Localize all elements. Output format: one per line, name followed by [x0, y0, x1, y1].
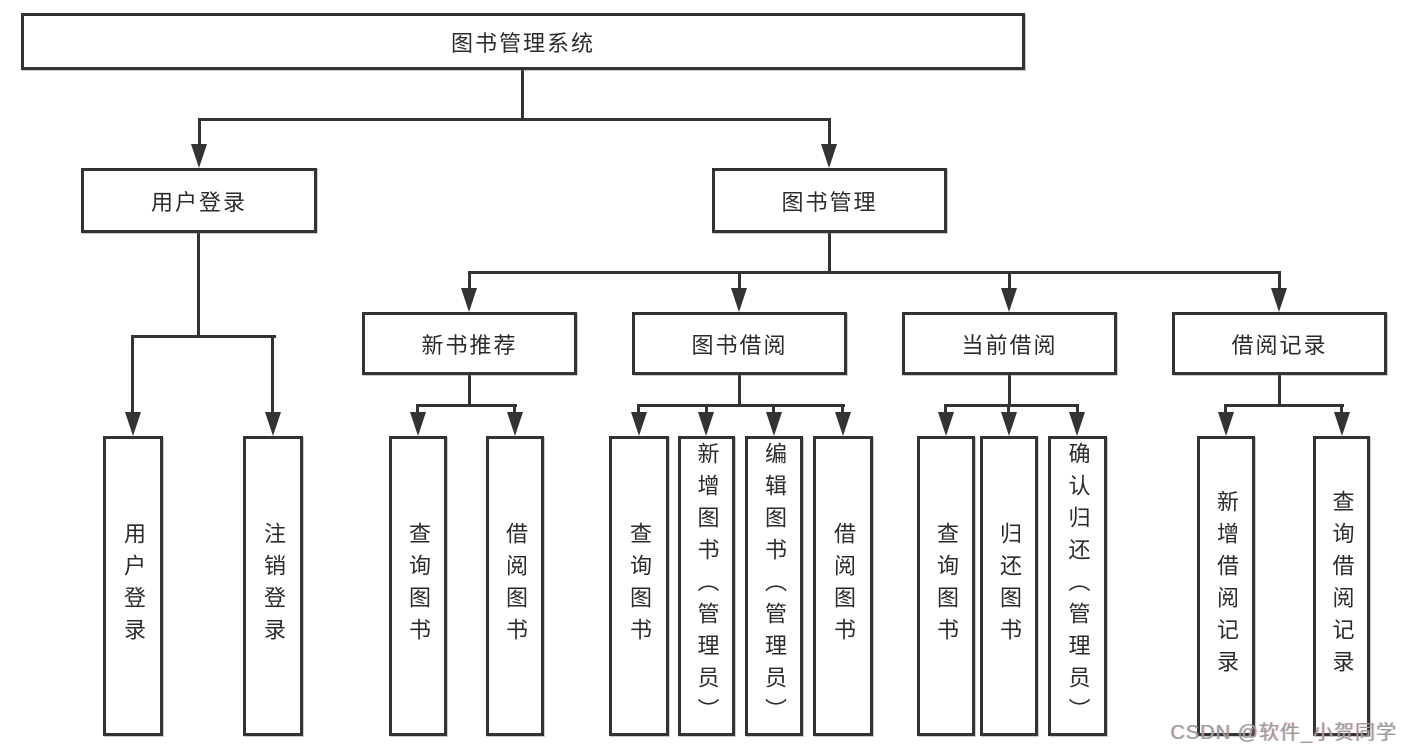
node-confirm-return-admin-label: 确认归还（管理员） — [1065, 442, 1091, 730]
node-query-borrow-record: 查询借阅记录 — [1313, 436, 1370, 736]
connector-drop-book-mgmt — [828, 120, 831, 146]
connector-recommend-rail — [416, 404, 517, 407]
node-borrowing-records-label: 借阅记录 — [1231, 332, 1328, 358]
arrowhead — [938, 412, 954, 436]
arrowhead — [835, 412, 851, 436]
connector-records-rail — [1224, 404, 1344, 407]
node-book-management: 图书管理 — [712, 168, 947, 233]
node-add-borrow-record: 新增借阅记录 — [1197, 436, 1255, 736]
arrowhead — [1334, 412, 1350, 436]
node-current-query-book-label: 查询图书 — [934, 522, 959, 650]
node-confirm-return-admin: 确认归还（管理员） — [1048, 436, 1107, 736]
arrowhead — [265, 412, 281, 436]
node-new-book-recommend-label: 新书推荐 — [421, 332, 518, 358]
arrowhead — [125, 412, 141, 436]
connector-current-rail — [944, 404, 1079, 407]
node-book-borrowing: 图书借阅 — [632, 312, 847, 375]
connector-records-stem — [1278, 375, 1281, 406]
arrowhead — [698, 412, 714, 436]
node-login-label: 用户登录 — [121, 522, 146, 650]
arrowhead — [1001, 288, 1017, 312]
connector-stub — [416, 407, 419, 414]
node-edit-book-admin-label: 编辑图书（管理员） — [762, 442, 787, 730]
connector-stub — [841, 407, 844, 414]
connector-drop-user-login — [198, 120, 201, 146]
node-book-borrowing-label: 图书借阅 — [691, 332, 788, 358]
node-user-login-label: 用户登录 — [150, 189, 247, 215]
connector-current-stem — [1008, 375, 1011, 406]
connector-stub — [1340, 407, 1343, 414]
node-borrowing-query-book: 查询图书 — [609, 436, 669, 736]
node-recommend-query-book-label: 查询图书 — [406, 522, 431, 650]
arrowhead — [1271, 288, 1287, 312]
node-borrowing-records: 借阅记录 — [1172, 312, 1387, 375]
connector-login-stem — [197, 233, 200, 337]
connector-stub — [1007, 407, 1010, 414]
node-current-query-book: 查询图书 — [917, 436, 975, 736]
connector-stub — [944, 407, 947, 414]
arrowhead — [766, 412, 782, 436]
connector-borrow-rail — [637, 404, 845, 407]
connector-stub — [637, 407, 640, 414]
node-edit-book-admin: 编辑图书（管理员） — [745, 436, 803, 736]
node-add-borrow-record-label: 新增借阅记录 — [1214, 490, 1239, 682]
connector-drop-logout — [271, 338, 274, 412]
arrowhead — [1001, 412, 1017, 436]
connector-drop-current — [1008, 274, 1011, 290]
node-add-book-admin: 新增图书（管理员） — [678, 436, 735, 736]
node-user-login: 用户登录 — [81, 168, 317, 233]
node-current-borrowing: 当前借阅 — [902, 312, 1117, 375]
node-login: 用户登录 — [103, 436, 163, 736]
arrowhead — [461, 288, 477, 312]
connector-drop-records — [1278, 274, 1281, 290]
connector-recommend-stem — [468, 375, 471, 406]
connector-drop-borrow — [738, 274, 741, 290]
connector-stub — [1224, 407, 1227, 414]
connector-level2-rail — [198, 118, 831, 121]
watermark: CSDN @软件_小贺同学 — [1170, 722, 1397, 744]
connector-stub — [513, 407, 516, 414]
node-root-label: 图书管理系统 — [450, 30, 595, 56]
node-book-management-label: 图书管理 — [781, 189, 878, 215]
node-recommend-borrow-book-label: 借阅图书 — [503, 522, 528, 650]
arrowhead — [1218, 412, 1234, 436]
node-current-borrowing-label: 当前借阅 — [961, 332, 1058, 358]
connector-stub — [1076, 407, 1079, 414]
connector-borrow-stem — [738, 375, 741, 406]
node-root: 图书管理系统 — [21, 13, 1025, 70]
node-recommend-query-book: 查询图书 — [389, 436, 447, 736]
arrowhead — [821, 144, 837, 168]
node-return-book-label: 归还图书 — [997, 522, 1022, 650]
node-borrowing-query-book-label: 查询图书 — [627, 522, 652, 650]
node-query-borrow-record-label: 查询借阅记录 — [1329, 490, 1355, 682]
arrowhead — [631, 412, 647, 436]
connector-stub — [705, 407, 708, 414]
node-return-book: 归还图书 — [980, 436, 1038, 736]
arrowhead — [1069, 412, 1085, 436]
node-borrowing-borrow-book-label: 借阅图书 — [831, 522, 856, 650]
node-logout: 注销登录 — [243, 436, 303, 736]
arrowhead — [410, 412, 426, 436]
node-recommend-borrow-book: 借阅图书 — [486, 436, 544, 736]
connector-mgmt-stem — [828, 233, 831, 273]
arrowhead — [507, 412, 523, 436]
connector-drop-recommend — [468, 274, 471, 290]
arrowhead — [731, 288, 747, 312]
connector-stub — [772, 407, 775, 414]
arrowhead — [191, 144, 207, 168]
node-add-book-admin-label: 新增图书（管理员） — [694, 442, 720, 730]
connector-login-rail — [131, 335, 276, 338]
connector-root-stem — [521, 69, 524, 120]
node-new-book-recommend: 新书推荐 — [362, 312, 577, 375]
connector-drop-login — [131, 338, 134, 412]
connector-level3-rail — [468, 271, 1281, 274]
node-borrowing-borrow-book: 借阅图书 — [813, 436, 873, 736]
node-logout-label: 注销登录 — [261, 522, 286, 650]
